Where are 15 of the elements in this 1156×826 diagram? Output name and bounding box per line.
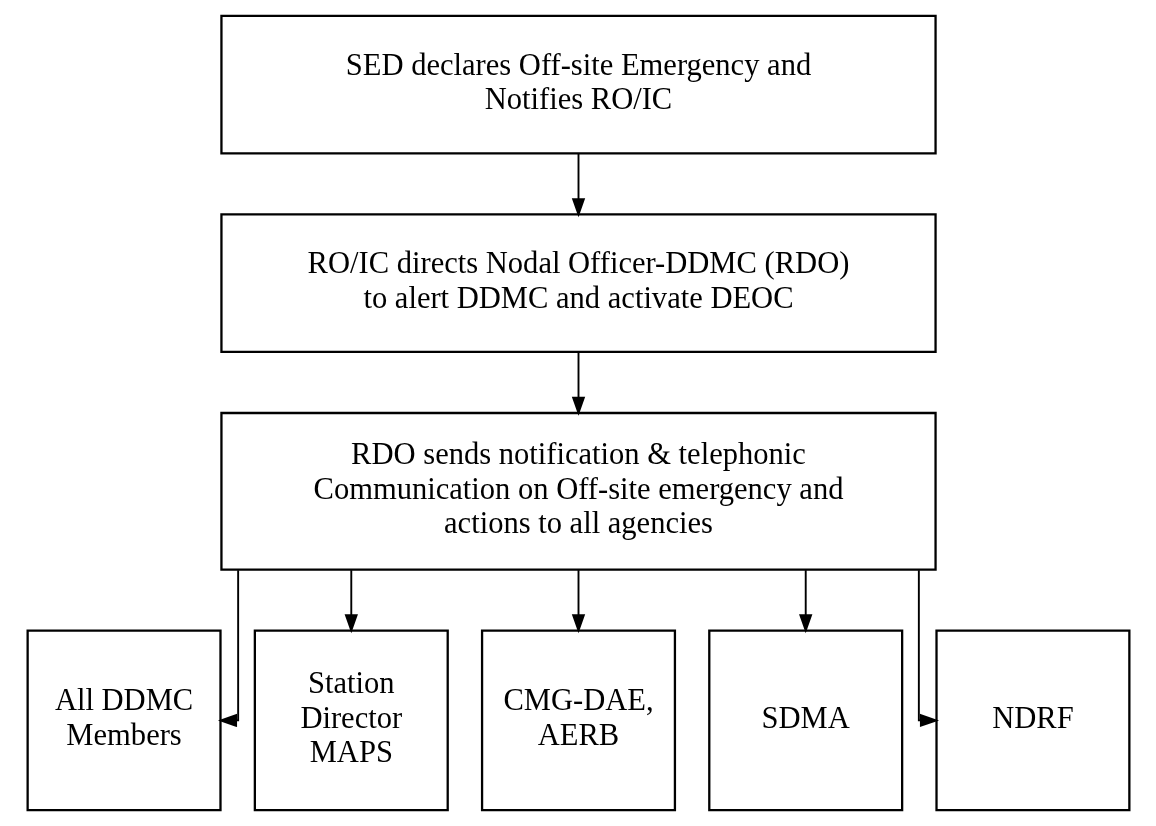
- arrow: [344, 569, 358, 634]
- node-box: NDRF: [934, 629, 1130, 812]
- node-box: CMG-DAE, AERB: [480, 629, 676, 812]
- arrow: [798, 569, 812, 634]
- arrow: [571, 351, 585, 416]
- node-box: Station Director MAPS: [253, 629, 449, 812]
- node-box: All DDMC Members: [26, 629, 222, 812]
- node-box: RDO sends notification & telephonic Communication on Off-site emergency and actions to all agencies: [219, 411, 937, 571]
- arrow: [917, 569, 939, 728]
- arrow: [571, 569, 585, 634]
- node-box: SDMA: [707, 629, 903, 812]
- arrow: [571, 152, 585, 218]
- node-box: SED declares Off-site Emergency and Notifies RO/IC: [219, 14, 937, 155]
- arrow: [217, 569, 239, 728]
- node-box: RO/IC directs Nodal Officer-DDMC (RDO) to alert DDMC and activate DEOC: [219, 213, 937, 354]
